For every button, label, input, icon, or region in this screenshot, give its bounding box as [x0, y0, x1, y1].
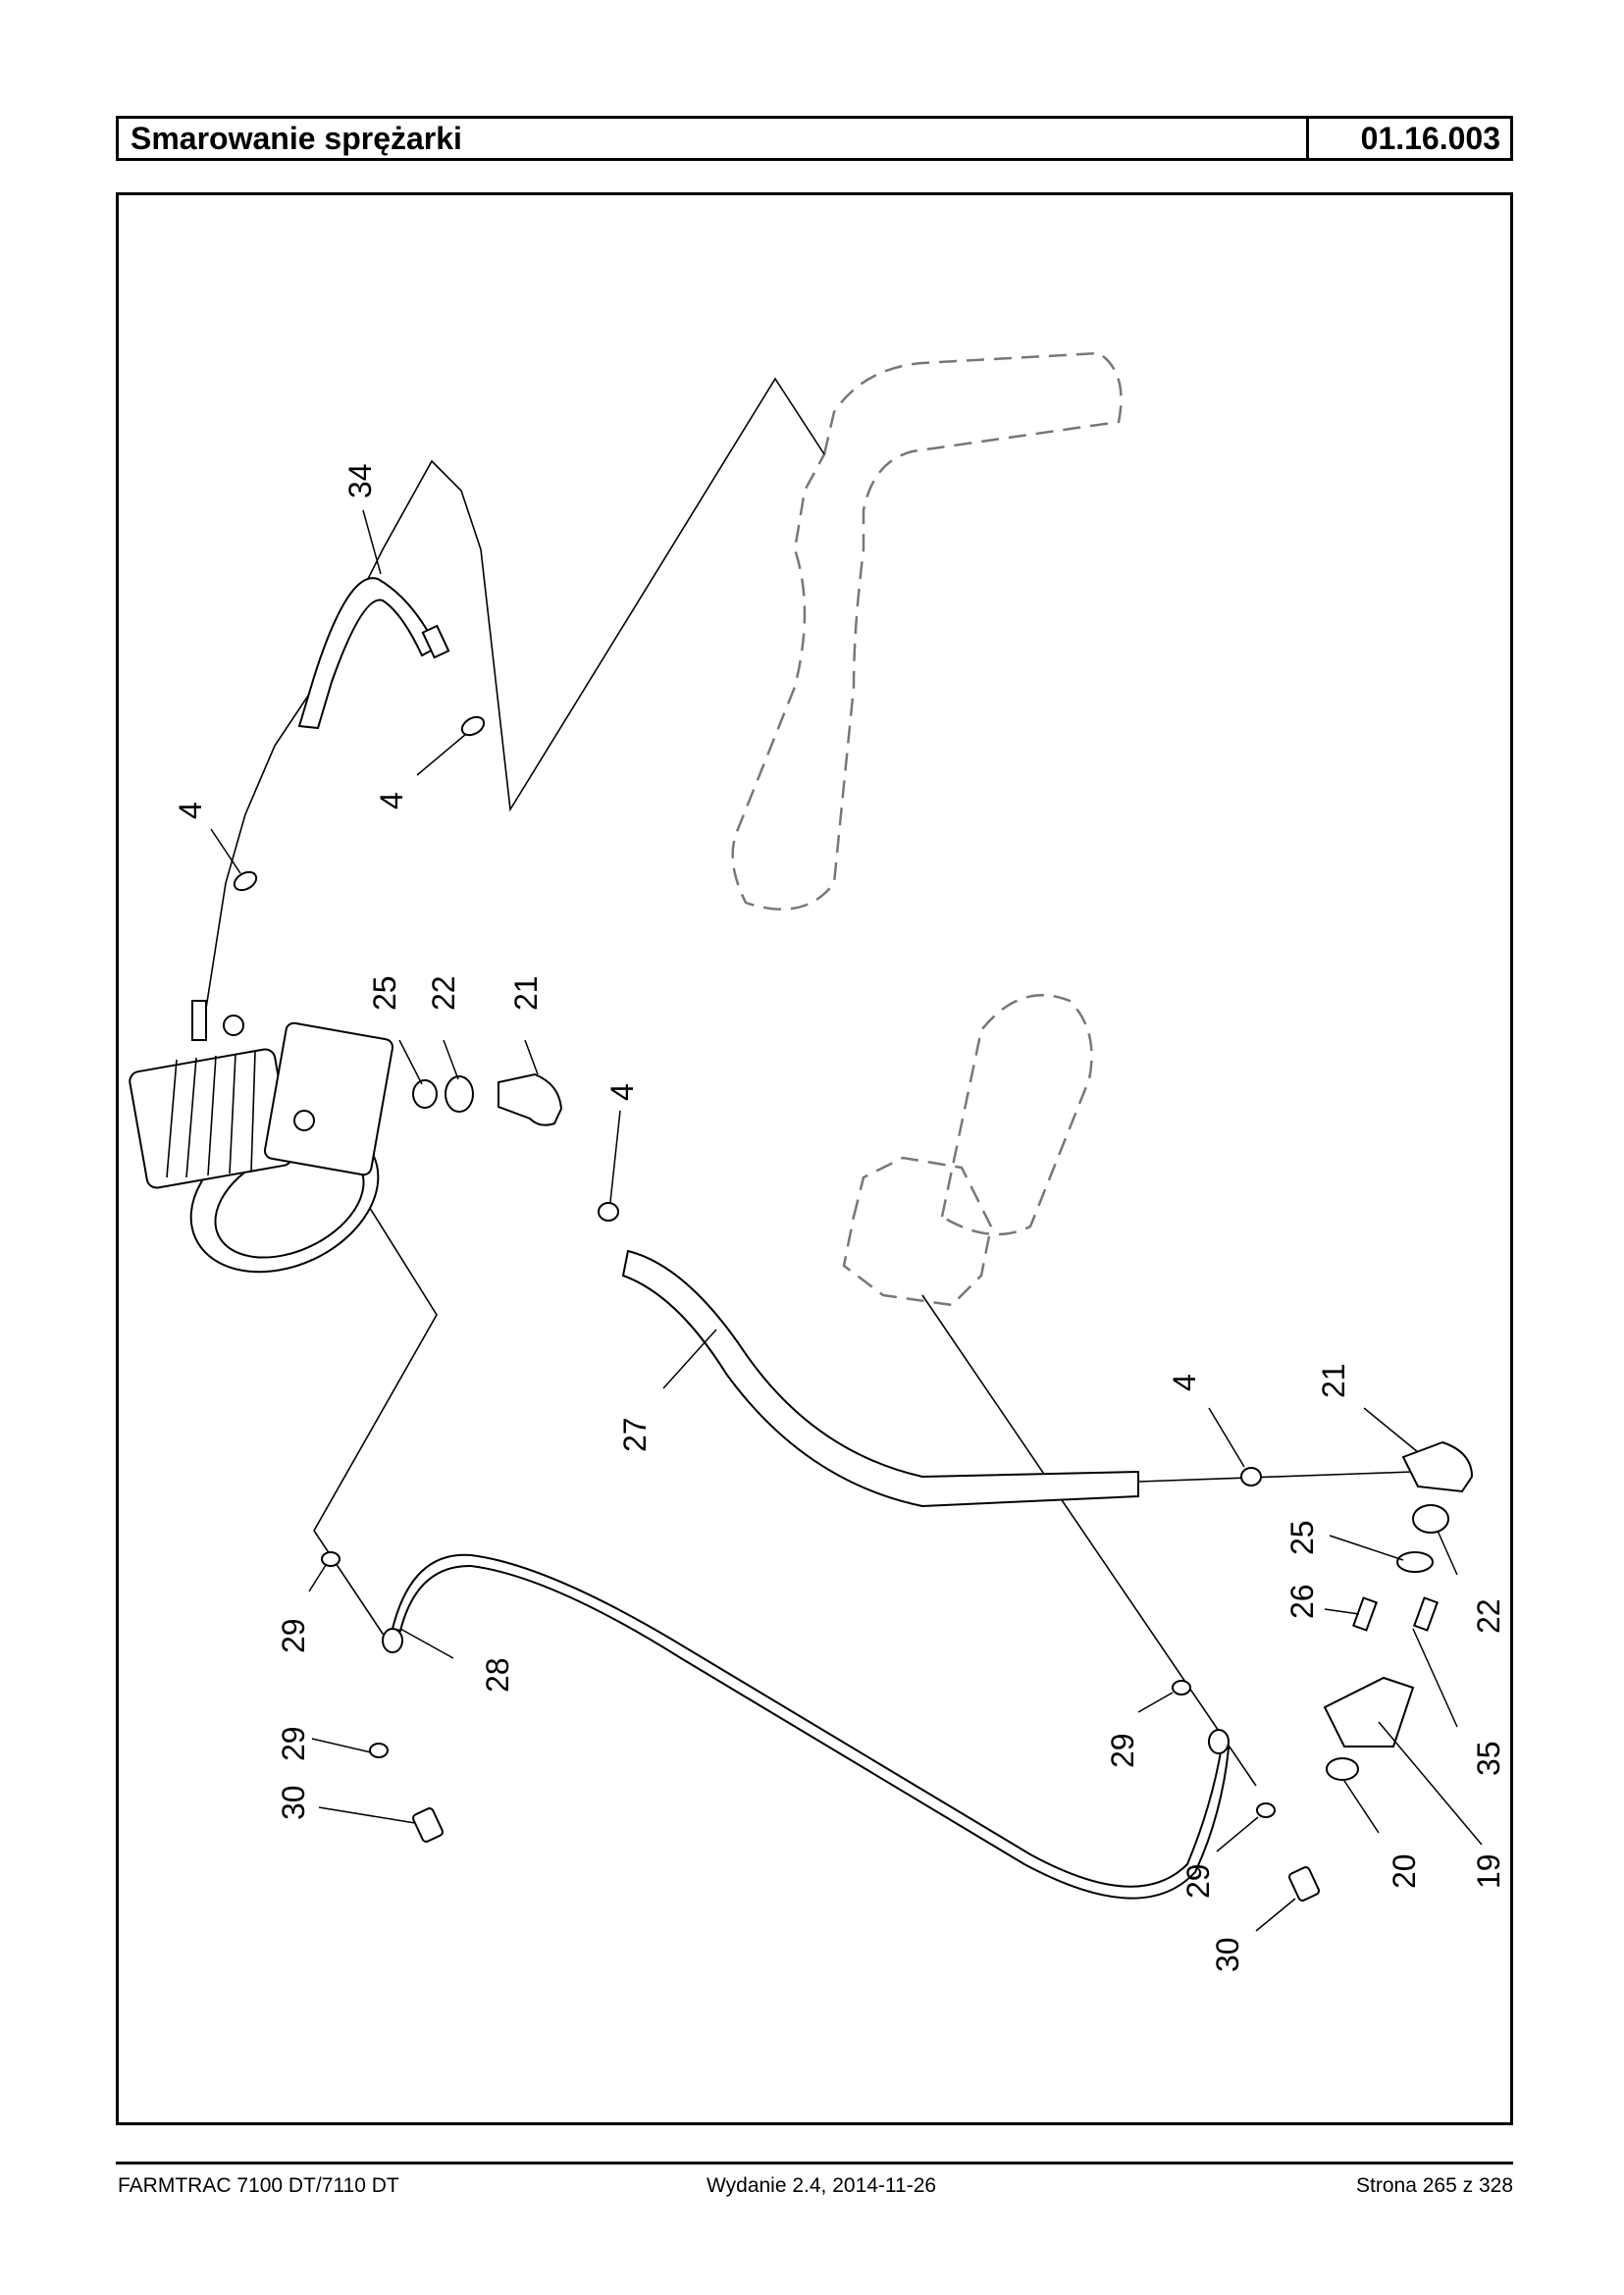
callout-27: 27 [617, 1417, 653, 1452]
page-title: Smarowanie sprężarki [119, 119, 1309, 158]
callout-29: 29 [1180, 1863, 1216, 1899]
callout-25: 25 [367, 975, 402, 1011]
callout-29: 29 [276, 1726, 311, 1761]
callout-19: 19 [1471, 1853, 1506, 1889]
callout-25: 25 [1284, 1520, 1320, 1555]
header-bar: Smarowanie sprężarki 01.16.003 [116, 116, 1513, 161]
hose-27 [621, 1249, 1139, 1508]
callout-4: 4 [374, 792, 409, 809]
callout-29: 29 [276, 1618, 311, 1653]
fittings [233, 715, 1474, 1902]
leader-lines [202, 377, 1414, 1787]
hose-28 [391, 1553, 1231, 1900]
part-group-code: 01.16.003 [1360, 121, 1500, 156]
callout-26: 26 [1284, 1584, 1320, 1619]
hose-34 [297, 577, 450, 730]
callout-21: 21 [1316, 1363, 1351, 1398]
compressor [129, 1000, 394, 1274]
callout-34: 34 [342, 463, 378, 498]
callout-labels: 34 4 4 25 22 21 4 27 4 21 25 22 26 35 20… [173, 463, 1506, 1972]
callout-4: 4 [173, 802, 208, 819]
callout-4: 4 [604, 1083, 640, 1101]
diagram-frame [116, 192, 1513, 2125]
callout-30: 30 [1210, 1937, 1245, 1972]
callout-4: 4 [1167, 1374, 1202, 1391]
footer-edition: Wydanie 2.4, 2014-11-26 [707, 2174, 937, 2197]
callout-30: 30 [276, 1785, 311, 1820]
callout-22: 22 [1471, 1598, 1506, 1634]
ghost-tank [842, 994, 1093, 1307]
footer-model: FARMTRAC 7100 DT/7110 DT [118, 2174, 399, 2197]
callout-35: 35 [1471, 1741, 1506, 1776]
footer-page-number: Strona 265 z 328 [1356, 2174, 1513, 2197]
callout-29: 29 [1105, 1733, 1140, 1768]
ghost-pipe [731, 351, 1123, 911]
callout-21: 21 [508, 975, 544, 1011]
callout-leaders [210, 509, 1483, 1932]
footer-rule [116, 2162, 1513, 2165]
callout-20: 20 [1387, 1853, 1422, 1889]
callout-22: 22 [426, 975, 461, 1011]
callout-28: 28 [480, 1657, 515, 1693]
